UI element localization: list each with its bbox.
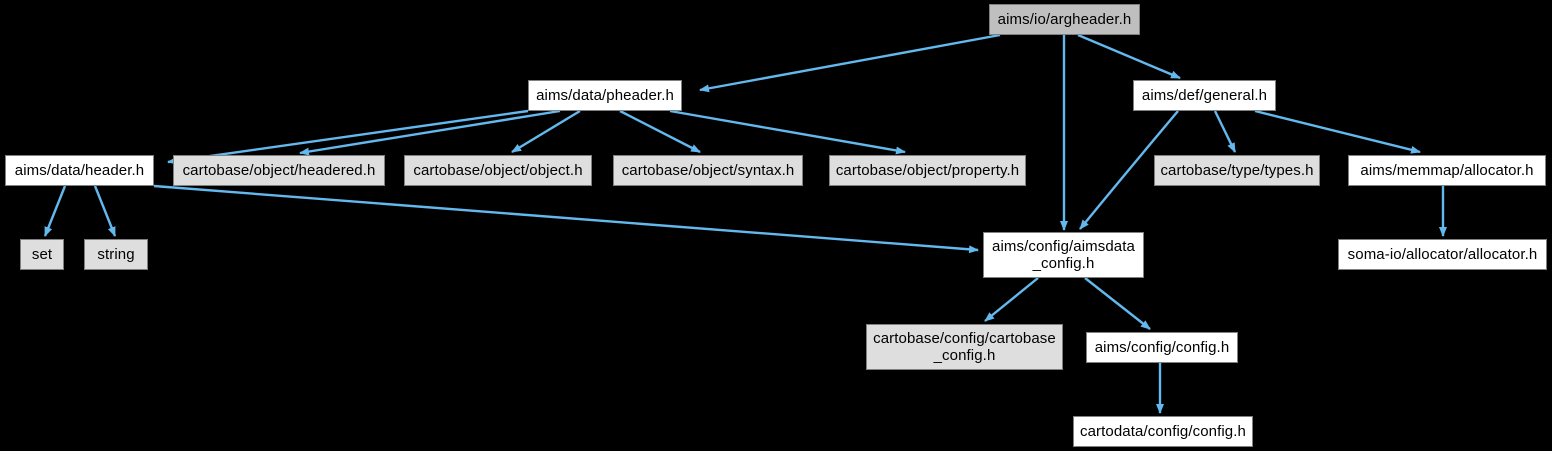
graph-node-types[interactable]: cartobase/type/types.h xyxy=(1154,155,1320,186)
graph-node-label: cartobase/object/object.h xyxy=(413,162,583,179)
graph-edge-argheader-to-general xyxy=(1077,33,1181,80)
graph-node-label: soma-io/allocator/allocator.h xyxy=(1347,246,1538,263)
graph-edge-general-to-aimsdata_config xyxy=(1079,110,1179,230)
graph-edge-general-to-memmap_alloc xyxy=(1254,109,1421,154)
graph-node-label: cartodata/config/config.h xyxy=(1080,423,1246,440)
graph-node-label: cartobase/object/headered.h xyxy=(182,162,376,179)
graph-edge-argheader-to-pheader xyxy=(699,33,1001,93)
graph-node-label: set xyxy=(31,246,53,263)
graph-node-label: cartobase/config/cartobase _config.h xyxy=(873,330,1056,364)
graph-node-label: aims/config/aimsdata _config.h xyxy=(992,238,1135,272)
graph-edge-header-to-aimsdata_config xyxy=(153,184,979,254)
graph-node-aims_config[interactable]: aims/config/config.h xyxy=(1086,332,1238,363)
graph-node-label: cartobase/type/types.h xyxy=(1160,162,1314,179)
graph-node-header[interactable]: aims/data/header.h xyxy=(5,155,154,186)
graph-node-label: aims/data/header.h xyxy=(14,162,145,179)
graph-node-memmap_alloc[interactable]: aims/memmap/allocator.h xyxy=(1348,155,1546,186)
graph-node-general[interactable]: aims/def/general.h xyxy=(1133,80,1276,111)
graph-edge-general-to-types xyxy=(1213,110,1237,153)
graph-edge-aimsdata_config-to-aims_config xyxy=(1084,277,1151,330)
graph-edge-aimsdata_config-to-cartobase_config xyxy=(984,277,1039,322)
graph-node-label: aims/io/argheader.h xyxy=(997,11,1132,28)
graph-node-cartodata_config[interactable]: cartodata/config/config.h xyxy=(1073,416,1253,447)
graph-edge-pheader-to-header xyxy=(167,109,529,165)
graph-node-object[interactable]: cartobase/object/object.h xyxy=(404,155,592,186)
graph-node-label: cartobase/object/syntax.h xyxy=(621,162,795,179)
graph-node-argheader[interactable]: aims/io/argheader.h xyxy=(989,4,1140,35)
edge-group xyxy=(43,33,1447,414)
graph-node-pheader[interactable]: aims/data/pheader.h xyxy=(528,80,682,111)
graph-node-label: aims/data/pheader.h xyxy=(536,87,674,104)
graph-node-label: aims/config/config.h xyxy=(1094,339,1230,356)
graph-edge-pheader-to-object xyxy=(511,109,581,154)
graph-node-label: aims/memmap/allocator.h xyxy=(1360,162,1534,179)
graph-node-label: string xyxy=(97,246,135,263)
graph-node-property[interactable]: cartobase/object/property.h xyxy=(829,155,1026,186)
graph-node-aimsdata_config[interactable]: aims/config/aimsdata _config.h xyxy=(983,232,1144,278)
graph-node-label: cartobase/object/property.h xyxy=(835,162,1020,179)
graph-node-soma_alloc[interactable]: soma-io/allocator/allocator.h xyxy=(1338,239,1547,270)
graph-edge-header-to-string xyxy=(93,185,117,237)
graph-edge-pheader-to-headered xyxy=(299,109,561,156)
graph-edge-pheader-to-property xyxy=(669,109,906,155)
graph-node-set[interactable]: set xyxy=(20,239,64,270)
graph-node-string[interactable]: string xyxy=(84,239,148,270)
graph-edge-pheader-to-syntax xyxy=(619,109,701,154)
graph-node-cartobase_config[interactable]: cartobase/config/cartobase _config.h xyxy=(866,324,1063,370)
graph-node-syntax[interactable]: cartobase/object/syntax.h xyxy=(613,155,803,186)
graph-node-headered[interactable]: cartobase/object/headered.h xyxy=(173,155,385,186)
graph-edge-header-to-set xyxy=(43,185,67,237)
graph-node-label: aims/def/general.h xyxy=(1141,87,1268,104)
